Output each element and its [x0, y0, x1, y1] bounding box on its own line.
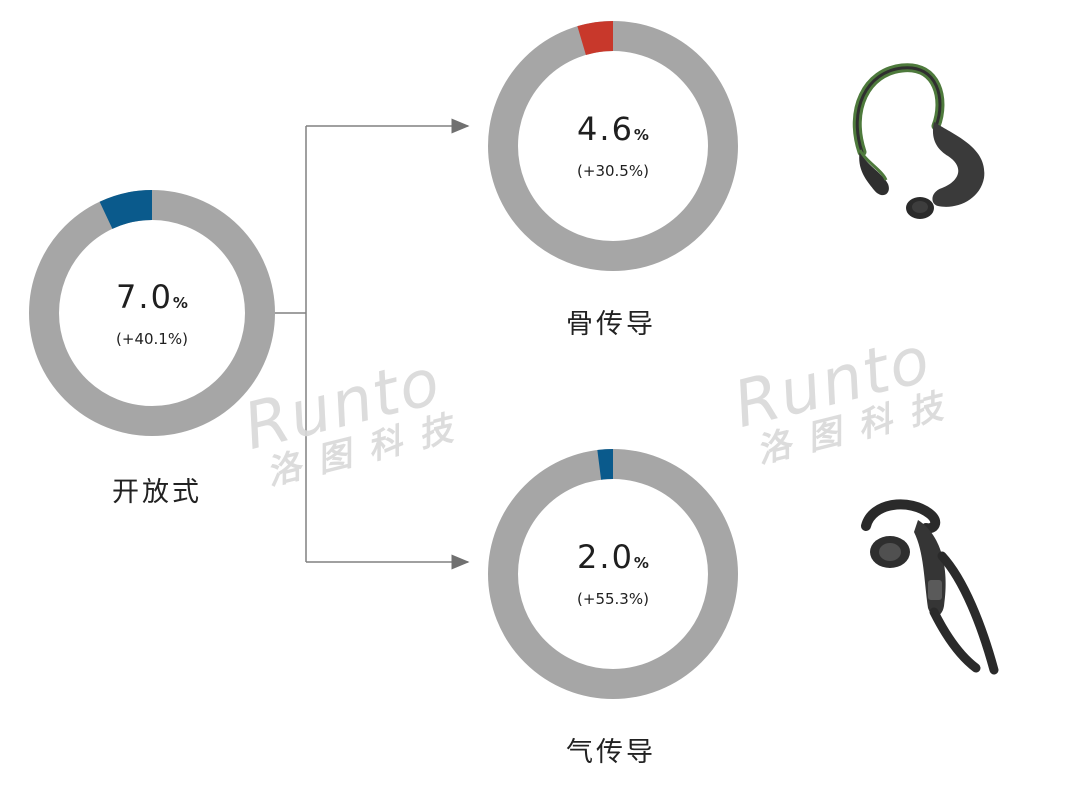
donut-air-center: 2.0% (+55.3%) — [523, 538, 703, 608]
open-growth: (+40.1%) — [116, 330, 188, 348]
bone-growth: (+30.5%) — [577, 162, 649, 180]
label-bone: 骨传导 — [566, 309, 656, 340]
donut-open-center: 7.0% (+40.1%) — [62, 278, 242, 348]
air-growth: (+55.3%) — [577, 590, 649, 608]
donut-bone-center: 4.6% (+30.5%) — [523, 110, 703, 180]
open-value: 7.0% — [116, 278, 188, 316]
label-open: 开放式 — [112, 477, 202, 508]
donut-open-slice — [99, 190, 153, 230]
bone-value: 4.6% — [577, 110, 649, 148]
donut-air-slice — [597, 449, 614, 480]
air-conduction-headphones-icon — [861, 499, 999, 675]
bone-conduction-headphones-icon — [852, 63, 985, 219]
label-air: 气传导 — [566, 737, 656, 768]
air-value: 2.0% — [577, 538, 649, 576]
donut-bone-slice — [577, 21, 614, 56]
